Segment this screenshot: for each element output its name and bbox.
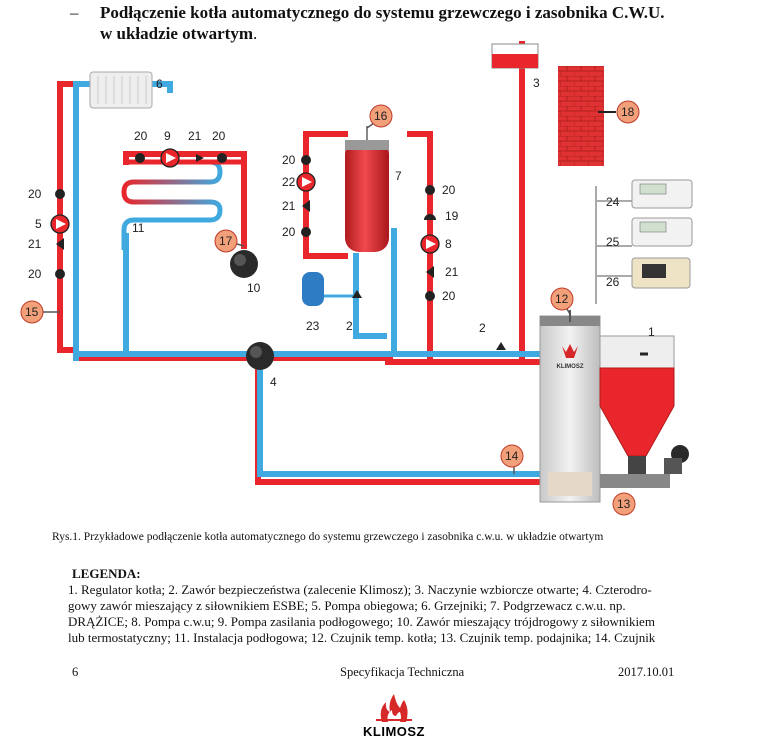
label-20-e: 20 — [282, 153, 296, 167]
label-5: 5 — [35, 217, 42, 231]
valves — [55, 153, 506, 350]
label-20-h: 20 — [442, 289, 456, 303]
heading-line-2-end: . — [252, 24, 258, 43]
label-19: 19 — [445, 209, 459, 223]
legend-title: LEGENDA: — [72, 566, 141, 581]
pumps — [50, 148, 440, 254]
label-20-c: 20 — [134, 129, 148, 143]
chimney — [558, 66, 616, 166]
label-7: 7 — [395, 169, 402, 183]
membrane-tank — [302, 272, 356, 306]
label-9: 9 — [164, 129, 171, 143]
klimosz-logo: KLIMOSZ — [352, 690, 436, 740]
boiler-brand-label: KLIMOSZ — [557, 364, 584, 370]
fuel-hopper — [599, 335, 689, 488]
label-21-d: 21 — [445, 265, 459, 279]
label-20-f: 20 — [282, 225, 296, 239]
label-10: 10 — [247, 281, 261, 295]
label-8: 8 — [445, 237, 452, 251]
figure-caption: Rys.1. Przykładowe podłączenie kotła aut… — [52, 531, 604, 543]
room-controllers — [595, 179, 693, 304]
heading-line-2: w układzie otwartym. — [100, 23, 257, 44]
label-22: 22 — [282, 175, 296, 189]
label-11: 11 — [132, 221, 145, 235]
label-18: 18 — [621, 105, 635, 119]
label-21-c: 21 — [282, 199, 296, 213]
label-20-b: 20 — [28, 267, 42, 281]
label-2a: 2 — [479, 321, 486, 335]
expansion-tank — [491, 43, 539, 69]
label-21-a: 21 — [28, 237, 42, 251]
hot-water-cylinder — [345, 126, 389, 252]
legend: LEGENDA: 1. Regulator kotła; 2. Zawór be… — [68, 566, 762, 645]
diagram-labels: 1 2 2 3 4 5 6 7 8 9 10 11 12 13 14 15 16… — [25, 76, 655, 511]
supply-lines — [57, 41, 543, 485]
label-6: 6 — [156, 77, 163, 91]
legend-line-3: DRĄŻICE; 8. Pompa c.w.u; 9. Pompa zasila… — [68, 614, 655, 629]
label-12: 12 — [555, 292, 569, 306]
label-16: 16 — [374, 109, 388, 123]
footer-title: Specyfikacja Techniczna — [340, 665, 465, 679]
label-26: 26 — [606, 275, 620, 289]
label-24: 24 — [606, 195, 620, 209]
label-13: 13 — [617, 497, 631, 511]
return-lines — [73, 81, 543, 477]
label-2b: 2 — [346, 319, 353, 333]
legend-line-4: lub termostatyczny; 11. Instalacja podło… — [68, 630, 656, 645]
label-1: 1 — [648, 325, 655, 339]
page-number: 6 — [72, 665, 79, 679]
label-17: 17 — [219, 234, 233, 248]
label-25: 25 — [606, 235, 620, 249]
label-4: 4 — [270, 375, 277, 389]
label-20-g: 20 — [442, 183, 456, 197]
mixing-valve-4 — [246, 342, 274, 370]
label-20-d: 20 — [212, 129, 226, 143]
label-20-a: 20 — [28, 187, 42, 201]
heading-line-2-bold: w układzie otwartym — [100, 24, 253, 43]
sensor-tags — [20, 100, 640, 516]
flame-icon — [376, 694, 412, 722]
radiator — [89, 71, 153, 109]
mixing-valve-10 — [230, 250, 258, 278]
label-3: 3 — [533, 76, 540, 90]
label-14: 14 — [505, 449, 519, 463]
boiler: KLIMOSZ — [539, 310, 601, 503]
footer-date: 2017.10.01 — [618, 665, 675, 679]
logo-text: KLIMOSZ — [363, 724, 425, 739]
legend-line-2: gowy zawór mieszający z siłownikiem ESBE… — [68, 598, 626, 613]
heading-line-1: Podłączenie kotła automatycznego do syst… — [100, 3, 665, 22]
label-15: 15 — [25, 305, 39, 319]
legend-line-1: 1. Regulator kotła; 2. Zawór bezpieczeńs… — [68, 582, 652, 597]
label-23: 23 — [306, 319, 320, 333]
heading-dash: – — [70, 3, 79, 22]
label-21-b: 21 — [188, 129, 202, 143]
heating-system-diagram: KLIMOSZ — [20, 41, 693, 516]
